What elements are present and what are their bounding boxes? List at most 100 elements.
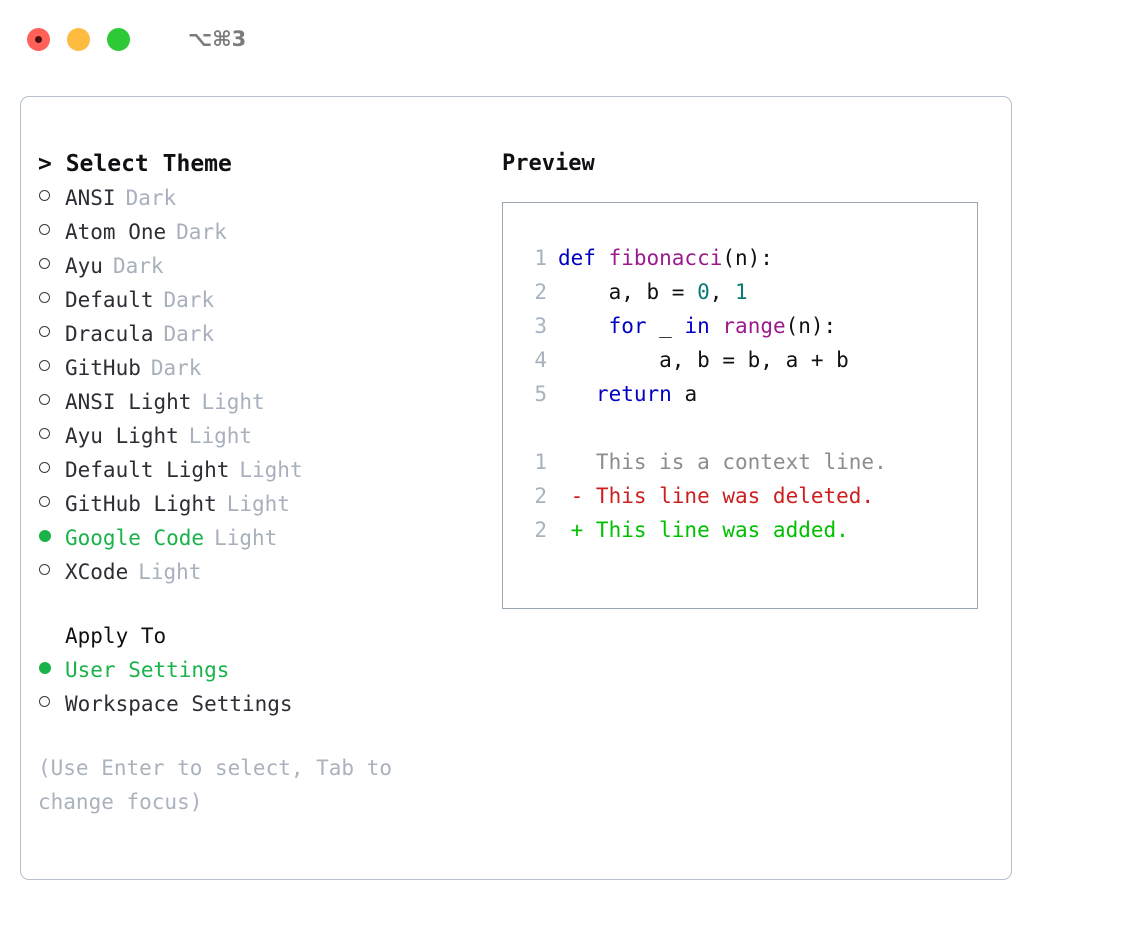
code-token-kw: in: [684, 314, 710, 338]
theme-category: Light: [188, 424, 253, 448]
theme-list-item[interactable]: Default Dark: [38, 283, 488, 317]
code-token-pl: (n):: [785, 314, 837, 338]
radio-dot: [39, 292, 50, 303]
code-token-pl: a, b =: [558, 280, 698, 304]
apply-to-label: Workspace Settings: [65, 692, 293, 716]
theme-category: Light: [138, 560, 202, 584]
theme-list-item[interactable]: Ayu Light Light: [38, 419, 488, 453]
preview-header: Preview: [502, 151, 595, 176]
radio-dot: [39, 696, 50, 707]
line-number: 2: [534, 484, 547, 508]
code-line: 5 return a: [523, 377, 977, 411]
radio-dot: [39, 428, 50, 439]
diff-text: - This line was deleted.: [558, 484, 875, 508]
diff-text: This is a context line.: [558, 450, 887, 474]
radio-dot: [39, 496, 50, 507]
code-token-pl: a: [671, 382, 698, 406]
theme-list-item[interactable]: ANSI Light Light: [38, 385, 488, 419]
close-button[interactable]: [27, 27, 50, 51]
theme-category: Dark: [176, 220, 227, 244]
theme-list-item[interactable]: Google Code Light: [38, 521, 488, 555]
minimize-button[interactable]: [67, 27, 90, 51]
theme-category: Dark: [150, 356, 202, 380]
theme-name: Default Light: [65, 458, 230, 482]
line-number: 5: [534, 382, 547, 406]
theme-name: XCode: [65, 560, 129, 584]
code-line: 3 for _ in range(n):: [523, 309, 977, 343]
code-token-kw: return: [558, 382, 672, 406]
theme-category: Light: [226, 492, 290, 516]
radio-dot: [39, 258, 50, 269]
theme-name: Ayu: [65, 254, 103, 278]
apply-to-header: Apply To: [65, 624, 167, 648]
apply-to-option[interactable]: User Settings: [38, 653, 488, 687]
theme-list-item[interactable]: Dracula Dark: [38, 317, 488, 351]
title-bar: ⌥⌘3: [0, 0, 1140, 78]
line-number: 2: [534, 280, 547, 304]
diff-line-added: 2 + This line was added.: [523, 513, 977, 547]
diff-sample: 1 This is a context line.2 - This line w…: [523, 445, 977, 547]
theme-category: Dark: [163, 288, 215, 312]
theme-category: Dark: [112, 254, 164, 278]
apply-to-option[interactable]: Workspace Settings: [38, 687, 488, 721]
theme-list-item[interactable]: ANSI Dark: [38, 181, 488, 215]
zoom-button[interactable]: [107, 27, 130, 51]
theme-name: GitHub: [65, 356, 141, 380]
theme-name: GitHub Light: [65, 492, 217, 516]
theme-name: Default: [65, 288, 154, 312]
theme-name: ANSI: [65, 186, 116, 210]
theme-category: Dark: [163, 322, 215, 346]
radio-dot: [39, 224, 50, 235]
code-token-num: 0: [697, 280, 710, 304]
theme-name: ANSI Light: [65, 390, 192, 414]
code-line: 2 a, b = 0, 1: [523, 275, 977, 309]
theme-category: Light: [214, 526, 278, 550]
code-token-pl: [710, 314, 723, 338]
apply-to-label: User Settings: [65, 658, 230, 682]
theme-list-item[interactable]: XCode Light: [38, 555, 488, 589]
theme-list-header: > Select Theme: [38, 151, 232, 177]
radio-dot: [39, 662, 51, 674]
diff-text: + This line was added.: [558, 518, 849, 542]
line-number: 1: [534, 246, 547, 270]
theme-list-item[interactable]: Ayu Dark: [38, 249, 488, 283]
code-token-pl: _: [646, 314, 685, 338]
theme-name: Google Code: [65, 526, 205, 550]
theme-category: Light: [201, 390, 265, 414]
theme-list-item[interactable]: GitHub Light Light: [38, 487, 488, 521]
radio-dot: [39, 394, 50, 405]
radio-dot: [39, 190, 50, 201]
radio-dot: [39, 326, 50, 337]
line-number: 4: [534, 348, 547, 372]
code-token-pl: a, b = b, a + b: [558, 348, 849, 372]
theme-list-item[interactable]: GitHub Dark: [38, 351, 488, 385]
diff-line-deleted: 2 - This line was deleted.: [523, 479, 977, 513]
list-spacer: [38, 589, 488, 619]
code-token-num: 1: [735, 280, 748, 304]
code-token-pl: ,: [709, 280, 736, 304]
hint-spacer: [38, 721, 488, 751]
radio-dot: [39, 564, 50, 575]
diff-line-context: 1 This is a context line.: [523, 445, 977, 479]
code-token-fn: range: [722, 314, 786, 338]
theme-name: Ayu Light: [65, 424, 179, 448]
line-number: 2: [534, 518, 547, 542]
radio-dot: [39, 360, 50, 371]
code-token-kw: for: [558, 314, 647, 338]
theme-name: Dracula: [65, 322, 154, 346]
theme-category: Dark: [125, 186, 177, 210]
window-title: ⌥⌘3: [188, 27, 247, 51]
line-number: 3: [534, 314, 547, 338]
code-token-fn: fibonacci: [608, 246, 723, 270]
code-token-pl: (n):: [722, 246, 773, 270]
